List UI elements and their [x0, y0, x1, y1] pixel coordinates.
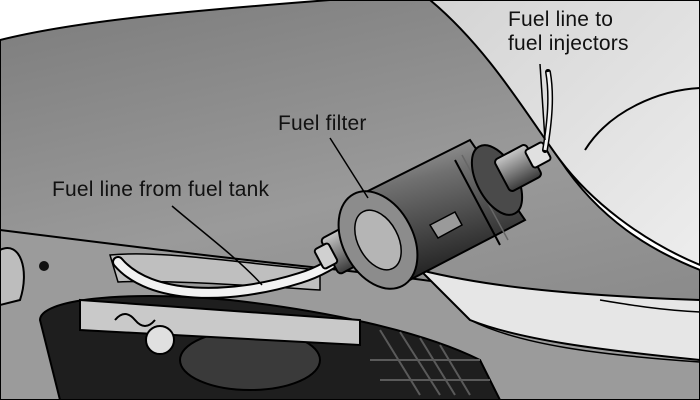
- suspension-spring: [114, 313, 156, 327]
- callout-fuel-line-to-injectors: Fuel line to fuel injectors: [508, 8, 629, 56]
- leader-tank: [171, 205, 263, 286]
- callout-injectors-line1: Fuel line to: [508, 8, 614, 31]
- callout-injectors-line2: fuel injectors: [508, 32, 629, 55]
- callout-fuel-line-from-tank: Fuel line from fuel tank: [52, 178, 270, 201]
- bumper-edge: [416, 268, 700, 362]
- filter-clip: [428, 210, 464, 239]
- body-bolt: [39, 261, 49, 271]
- leader-lines: [171, 63, 546, 286]
- leader-filter: [329, 137, 369, 199]
- fender-contour-line: [584, 87, 700, 151]
- leader-injectors: [539, 63, 546, 141]
- fuel-filter: [337, 138, 527, 290]
- suspension-joint: [145, 325, 175, 355]
- frame-bracket: [0, 247, 25, 307]
- fender-panel: [428, 0, 700, 267]
- callout-fuel-filter: Fuel filter: [278, 112, 367, 135]
- tire-tread: [370, 329, 490, 396]
